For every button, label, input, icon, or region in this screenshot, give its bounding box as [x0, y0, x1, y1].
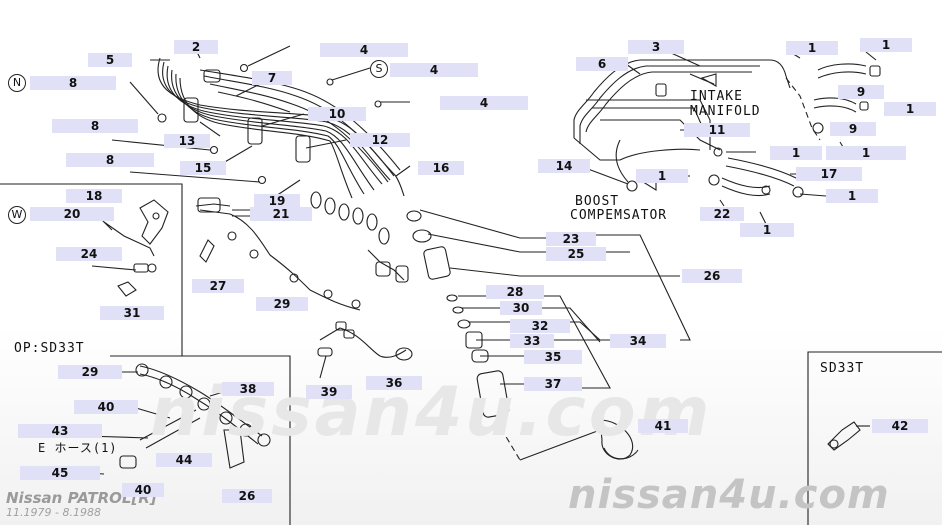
part-callout: 43 [18, 424, 102, 438]
part-callout: 1 [770, 146, 822, 160]
part-callout: 1 [884, 102, 936, 116]
bolt-8c [257, 175, 267, 185]
region-w-marker: W [8, 206, 26, 224]
part-callout: 4 [390, 63, 478, 77]
production-dates: 11.1979 - 8.1988 [6, 506, 101, 519]
part-callout: 26 [682, 269, 742, 283]
part-callout: 1 [826, 146, 906, 160]
part-callout: 3 [628, 40, 684, 54]
region-sd33t-border [807, 351, 942, 525]
part-callout: 25 [546, 247, 606, 261]
region-op-border [110, 355, 291, 525]
part-callout: 2 [174, 40, 218, 54]
clamp-15 [247, 117, 263, 145]
part-callout: 19 [254, 194, 300, 208]
model-title: Nissan PATROL[R] [6, 489, 157, 507]
part-callout: 40 [74, 400, 138, 414]
part-callout: 41 [638, 419, 688, 433]
part-callout: 4 [320, 43, 408, 57]
part-callout: 21 [250, 207, 312, 221]
part-callout: 16 [418, 161, 464, 175]
part-36 [319, 327, 407, 358]
part-callout: 33 [510, 334, 554, 348]
part-callout: 29 [256, 297, 308, 311]
part-callout: 37 [524, 377, 582, 391]
region-n-marker: N [8, 74, 26, 92]
part-callout: 32 [510, 319, 570, 333]
part-callout: 9 [830, 122, 876, 136]
part-callout: 42 [872, 419, 928, 433]
part-callout: 9 [838, 85, 884, 99]
part-callout: 14 [538, 159, 590, 173]
return-pipe [367, 249, 405, 281]
part-callout: 35 [524, 350, 582, 364]
region-w-border [0, 183, 183, 356]
part-callout: 8 [30, 76, 116, 90]
intake-manifold-label-2: MANIFOLD [690, 104, 761, 119]
part-callout: 18 [66, 189, 122, 203]
part-callout: 38 [222, 382, 274, 396]
left-leaders [111, 49, 411, 197]
part-callout: 26 [222, 489, 272, 503]
part-callout: 1 [740, 223, 794, 237]
part-callout: 30 [500, 301, 542, 315]
part-callout: 29 [58, 365, 122, 379]
part-callout: 34 [610, 334, 666, 348]
part-callout: 6 [576, 57, 628, 71]
part-callout: 36 [366, 376, 422, 390]
part-42 [827, 421, 861, 451]
part-callout: 4 [440, 96, 528, 110]
bolt-8a [157, 113, 167, 123]
part-callout: 5 [88, 53, 132, 67]
part-callout: 15 [180, 161, 226, 175]
clamp-2 [203, 69, 221, 83]
part-callout: 7 [252, 71, 292, 85]
part-callout: 17 [796, 167, 862, 181]
part-callout: 10 [308, 107, 366, 121]
part-callout: 39 [306, 385, 352, 399]
part-callout: 1 [786, 41, 838, 55]
hose-label: E ホース(1) [38, 441, 118, 455]
brand-logo: nissan4u.com [568, 472, 890, 518]
bolt-4c [374, 100, 382, 108]
bolt-4a [239, 63, 249, 73]
region-s-marker: S [370, 60, 388, 78]
boost-compensator-label-2: COMPEMSATOR [570, 208, 668, 223]
part-callout: 1 [860, 38, 912, 52]
bolt-4b [326, 78, 334, 86]
part-callout: 24 [56, 247, 122, 261]
clamp-13 [183, 97, 199, 123]
part-callout: 40 [122, 483, 164, 497]
nozzle-unions [310, 191, 390, 245]
clamp-19 [295, 135, 311, 163]
part-callout: 8 [52, 119, 138, 133]
part-callout: 20 [30, 207, 114, 221]
bolt-8b [209, 145, 219, 155]
part-callout: 11 [684, 123, 750, 137]
part-callout: 8 [66, 153, 154, 167]
part-callout: 28 [486, 285, 544, 299]
part-callout: 13 [164, 134, 210, 148]
intake-manifold-label-1: INTAKE [690, 89, 743, 104]
op-sd33t-label: OP:SD33T [14, 341, 85, 356]
part-41 [599, 419, 634, 460]
glow-plug-harness [195, 197, 361, 311]
sd33t-label: SD33T [820, 361, 865, 376]
part-callout: 12 [350, 133, 410, 147]
boost-compensator-label-1: BOOST [575, 194, 620, 209]
part-callout: 27 [192, 279, 244, 293]
part-callout: 44 [156, 453, 212, 467]
part-callout: 45 [20, 466, 100, 480]
part-callout: 23 [546, 232, 596, 246]
part-callout: 1 [826, 189, 878, 203]
part-callout: 31 [100, 306, 164, 320]
part-callout: 1 [636, 169, 688, 183]
part-callout: 22 [700, 207, 744, 221]
